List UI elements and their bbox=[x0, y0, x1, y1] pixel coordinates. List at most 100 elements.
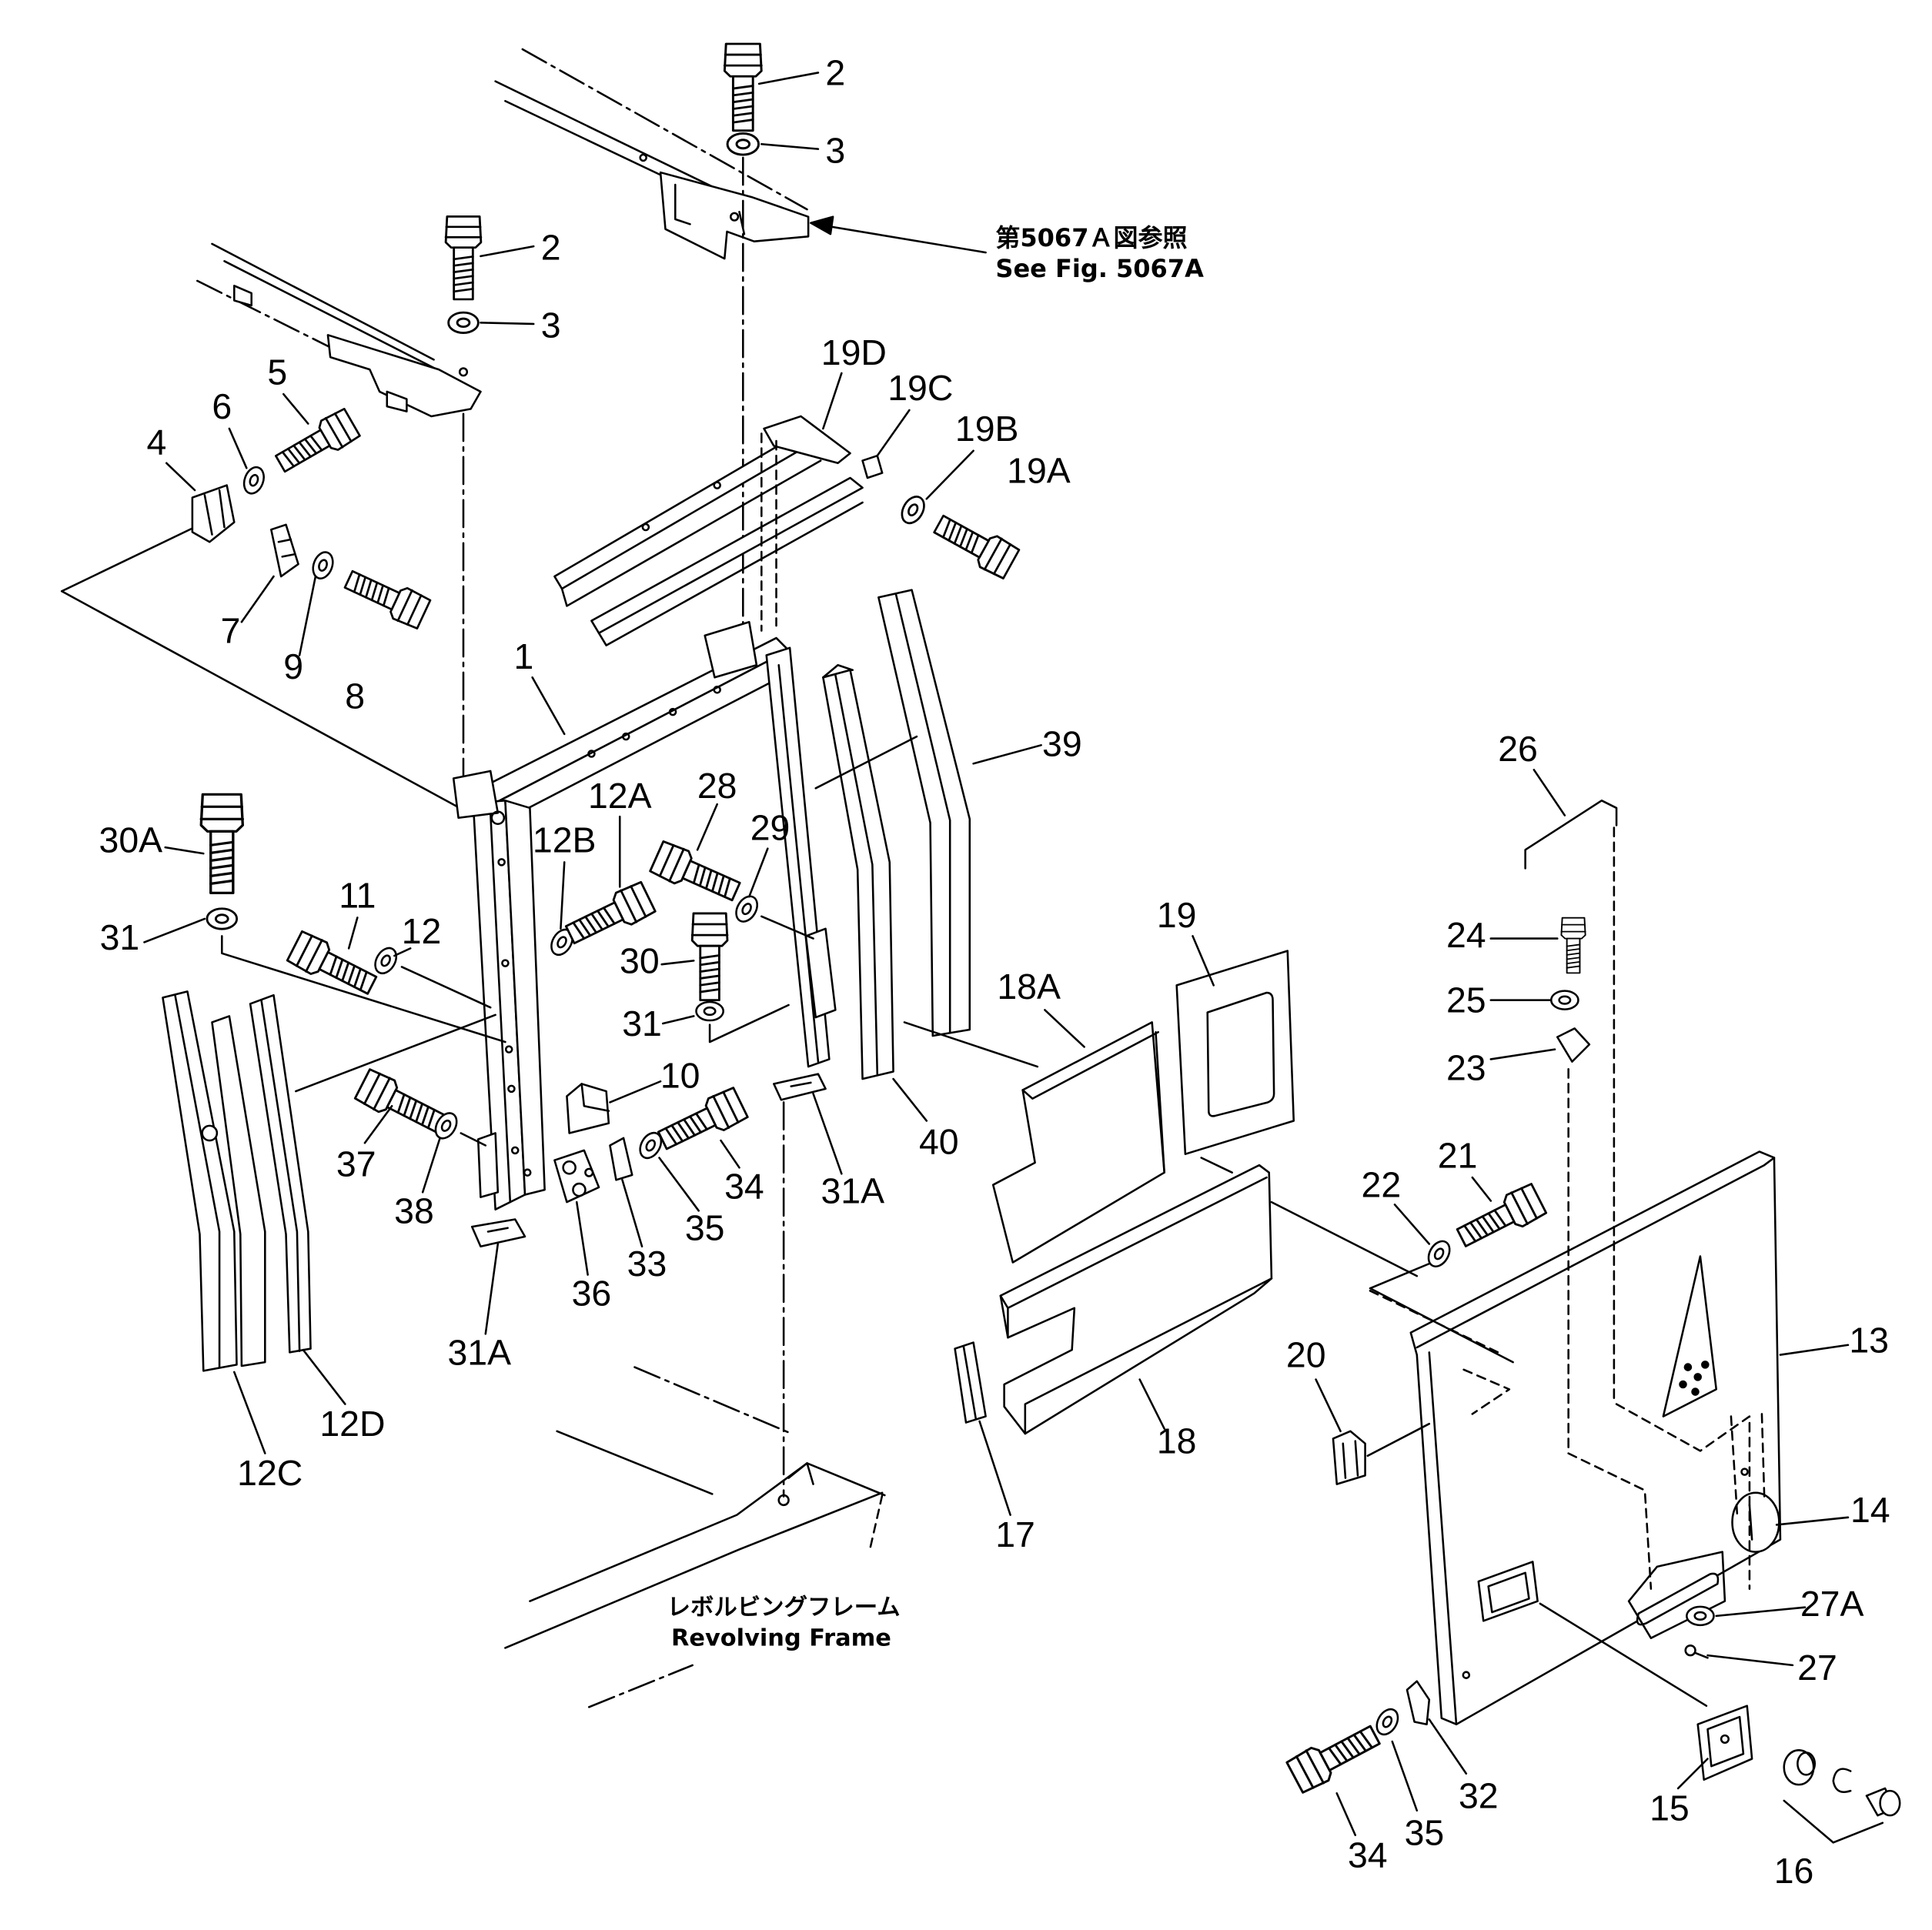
upper-rear-rail-lower-edge bbox=[504, 99, 662, 176]
upper-rear-rail-bracket-detail bbox=[674, 183, 746, 235]
seal-12d-edge bbox=[260, 999, 301, 1353]
frame-hole bbox=[504, 1045, 513, 1053]
panel-18a-edge bbox=[1021, 1030, 1165, 1174]
label-39: 39 bbox=[1042, 724, 1082, 764]
leader-18a bbox=[1044, 1009, 1085, 1048]
bracket-10-fold bbox=[580, 1083, 610, 1112]
label-27a: 27A bbox=[1800, 1584, 1864, 1624]
frame-hole bbox=[497, 858, 506, 866]
revolving-frame-hole bbox=[777, 1494, 790, 1507]
seal-12c-strip bbox=[211, 1015, 266, 1367]
channel-40-outline bbox=[822, 669, 894, 1080]
leader-3-lower bbox=[480, 322, 535, 326]
label-28: 28 bbox=[697, 766, 737, 806]
label-23: 23 bbox=[1446, 1048, 1486, 1088]
panel-18a-face bbox=[991, 1021, 1165, 1264]
pin-27 bbox=[1684, 1645, 1696, 1657]
door-13-vent-dot bbox=[1701, 1361, 1710, 1369]
frame-hole bbox=[668, 707, 677, 716]
rod-26 bbox=[1524, 800, 1618, 870]
see-fig-note-jp: 第5067Ａ図参照 bbox=[995, 223, 1187, 252]
door-13-latch-slot bbox=[1636, 1572, 1720, 1626]
washer-31-mid bbox=[695, 1000, 724, 1022]
bolt-8 bbox=[340, 563, 433, 631]
upper-left-rail bbox=[196, 242, 482, 418]
assembly-line-19-13 bbox=[1270, 1200, 1419, 1277]
door-13-vent-dot bbox=[1679, 1380, 1687, 1389]
crossbar-hidden-lines bbox=[760, 432, 777, 632]
reference-notes: 第5067Ａ図参照 See Fig. 5067A レボルビングフレーム Revo… bbox=[667, 223, 1204, 1651]
label-24: 24 bbox=[1446, 915, 1486, 955]
lock-15-recess bbox=[1706, 1715, 1745, 1768]
label-11: 11 bbox=[339, 876, 376, 916]
leader-2-upper bbox=[757, 72, 820, 85]
door-13-vent-dot bbox=[1691, 1387, 1700, 1396]
part-labels: 2 3 2 3 19D 19C 19B 19A 5 6 4 7 9 8 1 26… bbox=[99, 52, 1890, 1891]
leader-9 bbox=[298, 575, 317, 656]
leader-19b bbox=[925, 449, 974, 500]
label-31-mid: 31 bbox=[622, 1003, 662, 1043]
label-18: 18 bbox=[1157, 1421, 1197, 1461]
leader-2-lower bbox=[480, 245, 535, 258]
label-30a: 30A bbox=[99, 820, 163, 860]
leader-12 bbox=[393, 947, 412, 957]
crossbar-hole bbox=[641, 523, 650, 532]
channel-40-lip bbox=[822, 663, 854, 679]
label-18a: 18A bbox=[997, 967, 1061, 1007]
assembly-line-22 bbox=[1369, 1262, 1514, 1364]
washer-19b bbox=[896, 491, 930, 529]
frame-right-post-bracket bbox=[804, 927, 837, 1019]
label-32: 32 bbox=[1459, 1776, 1499, 1816]
frame-hole bbox=[510, 1146, 520, 1155]
seal-39 bbox=[877, 589, 971, 1037]
assembly-line-29 bbox=[760, 915, 814, 940]
door-13-hole bbox=[1740, 1468, 1749, 1476]
label-15: 15 bbox=[1650, 1788, 1690, 1828]
frame-hole bbox=[713, 686, 721, 694]
bracket-4-detail bbox=[203, 489, 226, 536]
panel-18a bbox=[991, 1021, 1165, 1264]
label-12b: 12B bbox=[533, 820, 597, 860]
label-3-lower: 3 bbox=[541, 306, 561, 346]
label-20: 20 bbox=[1286, 1335, 1326, 1375]
label-29: 29 bbox=[750, 808, 791, 848]
label-12d: 12D bbox=[319, 1404, 385, 1444]
latch-20-detail bbox=[1342, 1440, 1359, 1479]
assembly-line-18-13 bbox=[1200, 1157, 1233, 1174]
door-13 bbox=[1369, 1150, 1782, 1725]
frame-hole bbox=[501, 959, 510, 967]
bracket-32 bbox=[1406, 1680, 1431, 1725]
label-13: 13 bbox=[1849, 1320, 1889, 1360]
leader-29 bbox=[748, 847, 769, 898]
upper-rear-rail-hole bbox=[730, 212, 740, 222]
assembly-line-38 bbox=[460, 1132, 487, 1147]
bolt-11 bbox=[286, 929, 382, 1003]
bolt-37 bbox=[353, 1067, 450, 1140]
latch-20 bbox=[1332, 1430, 1366, 1485]
label-3-upper: 3 bbox=[825, 130, 845, 170]
label-34-low: 34 bbox=[1348, 1835, 1388, 1875]
leader-19 bbox=[1192, 935, 1215, 987]
clip-23 bbox=[1556, 1027, 1591, 1063]
washer-25 bbox=[1549, 990, 1579, 1010]
leader-12d bbox=[302, 1348, 346, 1405]
plate-33 bbox=[609, 1137, 633, 1181]
leader-33 bbox=[621, 1179, 643, 1247]
label-22: 22 bbox=[1362, 1165, 1402, 1205]
label-19c: 19C bbox=[887, 368, 953, 408]
see-fig-arrow-line bbox=[822, 224, 987, 254]
label-16: 16 bbox=[1774, 1851, 1814, 1891]
lock-15-keyhole bbox=[1720, 1734, 1730, 1745]
upper-left-rail-hole bbox=[458, 367, 469, 377]
label-31a-mid: 31A bbox=[821, 1171, 884, 1211]
label-19d: 19D bbox=[821, 332, 887, 372]
assembly-line-31-mid bbox=[708, 1003, 790, 1043]
revolving-frame-edge bbox=[556, 1430, 714, 1495]
leader-lines bbox=[143, 72, 1850, 1837]
leader-17 bbox=[978, 1420, 1011, 1516]
leader-30a bbox=[164, 846, 205, 855]
channel-40-edge bbox=[834, 673, 879, 1075]
label-31a-low: 31A bbox=[448, 1332, 512, 1372]
frame-top-right-bracket bbox=[704, 620, 758, 679]
bolt-19a bbox=[929, 507, 1021, 581]
